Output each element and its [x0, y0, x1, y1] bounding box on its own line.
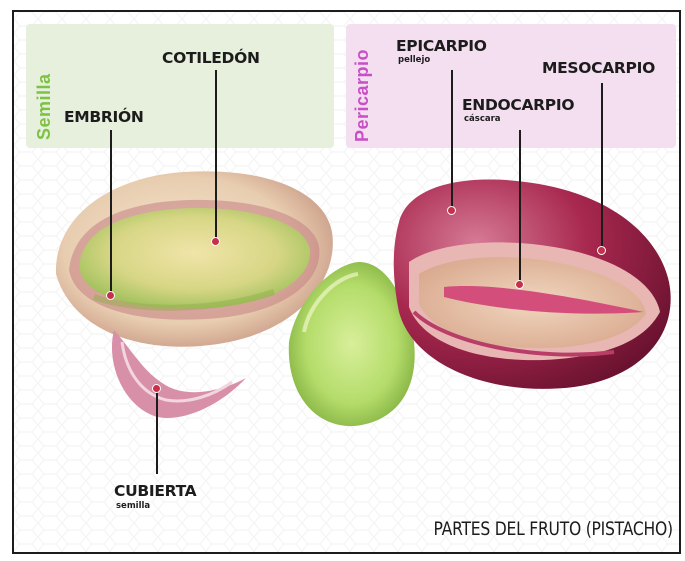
cotiledon-marker: [211, 237, 220, 246]
embrion-leader: [110, 130, 112, 296]
cubierta-leader: [156, 389, 158, 474]
pistachio-illustration: [14, 12, 681, 554]
epicarpio-label: EPICARPIO: [396, 37, 487, 55]
cotiledon-label: COTILEDÓN: [162, 49, 260, 67]
endocarpio-marker: [515, 280, 524, 289]
epicarpio-sublabel: pellejo: [398, 55, 430, 65]
epicarpio-leader: [451, 70, 453, 210]
mesocarpio-leader: [601, 83, 603, 251]
embrion-label: EMBRIÓN: [64, 108, 144, 126]
diagram-frame: Semilla Pericarpio: [12, 10, 681, 554]
mesocarpio-marker: [597, 246, 606, 255]
cubierta-label: CUBIERTA: [114, 482, 196, 500]
cotiledon-leader: [215, 70, 217, 241]
mesocarpio-label: MESOCARPIO: [542, 59, 655, 77]
diagram-title: PARTES DEL FRUTO (PISTACHO): [434, 518, 673, 540]
endocarpio-sublabel: cáscara: [464, 114, 501, 124]
embrion-marker: [106, 291, 115, 300]
endocarpio-label: ENDOCARPIO: [462, 96, 574, 114]
endocarpio-leader: [519, 130, 521, 285]
epicarpio-marker: [447, 206, 456, 215]
cubierta-sublabel: semilla: [116, 501, 150, 511]
cubierta-marker: [152, 384, 161, 393]
